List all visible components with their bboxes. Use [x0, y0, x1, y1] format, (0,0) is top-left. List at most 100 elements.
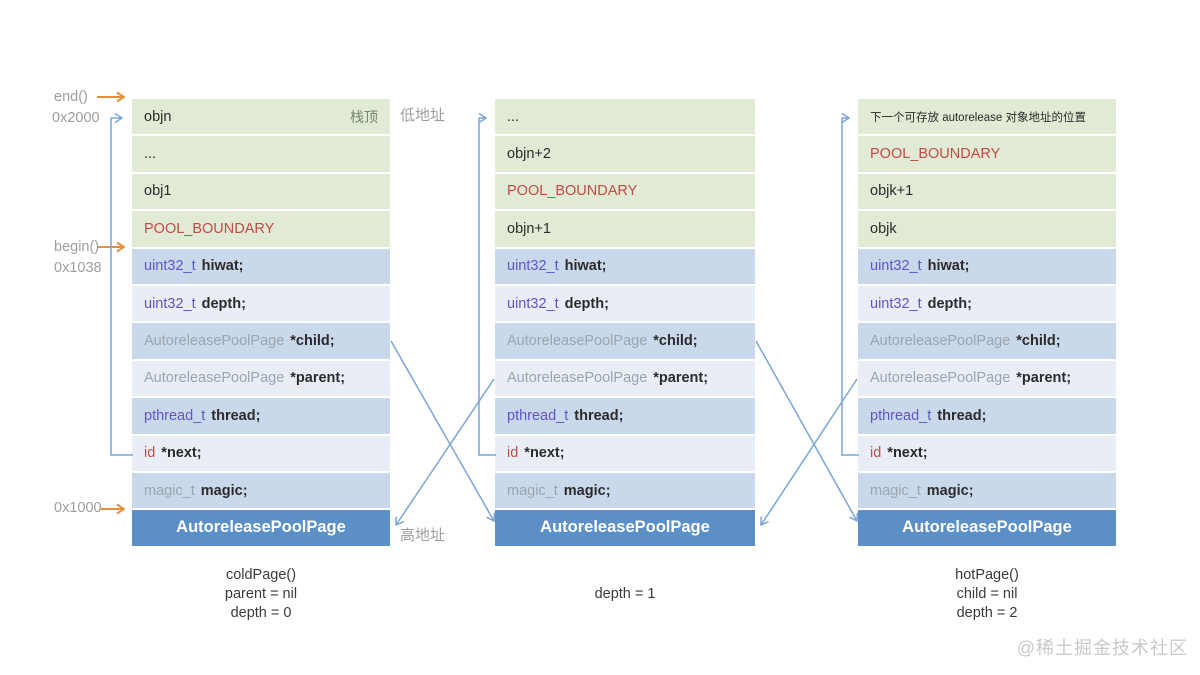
field-name: thread;	[937, 407, 987, 424]
page2-child-arrow	[755, 340, 857, 521]
watermark: @稀土掘金技术社区	[1016, 638, 1188, 658]
field-type: AutoreleasePoolPage	[507, 333, 648, 350]
caption-line: hotPage()	[955, 567, 1019, 583]
field-type: AutoreleasePoolPage	[870, 333, 1011, 350]
field-name: *next;	[524, 445, 565, 462]
field-name: magic;	[926, 482, 974, 499]
caption-line: child = nil	[956, 586, 1018, 602]
caption-line: parent = nil	[224, 586, 298, 602]
field-row-magic: magic_t magic;	[132, 472, 390, 509]
field-type: uint32_t	[870, 295, 922, 312]
stack-row-label: ...	[507, 108, 520, 125]
field-type: uint32_t	[144, 295, 196, 312]
field-row-depth: uint32_t depth;	[858, 285, 1116, 322]
stack-row-pool-boundary: POOL_BOUNDARY	[495, 173, 755, 210]
page-header-label: AutoreleasePoolPage	[540, 518, 710, 537]
field-row-child: AutoreleasePoolPage *child;	[858, 323, 1116, 359]
label-begin: begin()	[54, 239, 100, 255]
field-name: thread;	[574, 407, 624, 424]
field-name: *next;	[887, 445, 928, 462]
page3-next-arrow	[841, 118, 859, 456]
field-name: *child;	[1016, 333, 1061, 350]
caption-middle-page: depth = 1	[495, 585, 755, 604]
field-type: AutoreleasePoolPage	[507, 370, 648, 387]
field-row-next: id *next;	[858, 435, 1116, 471]
pool-boundary-label: POOL_BOUNDARY	[507, 183, 638, 200]
field-name: *child;	[653, 333, 698, 350]
pool-page-hot: 下一个可存放 autorelease 对象地址的位置 POOL_BOUNDARY…	[858, 99, 1116, 546]
label-end: end()	[54, 89, 88, 105]
pool-page-middle: ... objn+2 POOL_BOUNDARY objn+1 uint32_t…	[495, 99, 755, 546]
label-addr-0x2000: 0x2000	[52, 110, 100, 126]
field-name: *child;	[290, 333, 335, 350]
field-name: hiwat;	[564, 258, 607, 275]
field-row-parent: AutoreleasePoolPage *parent;	[132, 360, 390, 397]
field-type: uint32_t	[144, 258, 196, 275]
field-row-hiwat: uint32_t hiwat;	[132, 248, 390, 284]
field-type: uint32_t	[870, 258, 922, 275]
stack-row-label: objn	[144, 108, 172, 125]
page-header-label: AutoreleasePoolPage	[176, 518, 346, 537]
caption-hot-page: hotPage() child = nil depth = 2	[858, 566, 1116, 623]
field-type: AutoreleasePoolPage	[144, 333, 285, 350]
field-row-depth: uint32_t depth;	[495, 285, 755, 322]
pool-boundary-label: POOL_BOUNDARY	[144, 220, 275, 237]
field-type: AutoreleasePoolPage	[144, 370, 285, 387]
pool-page-cold: objn 栈顶 ... obj1 POOL_BOUNDARY uint32_t h…	[132, 99, 390, 546]
stack-row: objk	[858, 211, 1116, 247]
field-row-next: id *next;	[495, 435, 755, 471]
field-name: *parent;	[1016, 370, 1072, 387]
page-header: AutoreleasePoolPage	[858, 510, 1116, 546]
stack-row-label: objn+1	[507, 220, 551, 237]
stack-row-label: objk+1	[870, 183, 914, 200]
field-row-thread: pthread_t thread;	[495, 398, 755, 434]
field-name: *next;	[161, 445, 202, 462]
field-type: pthread_t	[870, 407, 932, 424]
field-row-next: id*next;	[132, 435, 390, 471]
caption-line: coldPage()	[225, 567, 297, 583]
caption-cold-page: coldPage() parent = nil depth = 0	[132, 566, 390, 623]
label-addr-0x1000: 0x1000	[54, 500, 102, 516]
field-name: depth;	[564, 295, 609, 312]
next-slot-label: 下一个可存放 autorelease 对象地址的位置	[870, 111, 1086, 124]
field-type: id	[507, 445, 519, 462]
field-name: hiwat;	[927, 258, 970, 275]
caption-line: depth = 1	[594, 586, 656, 602]
stack-row: objn 栈顶	[132, 99, 390, 135]
page2-parent-arrow	[396, 378, 495, 525]
field-type: uint32_t	[507, 295, 559, 312]
stack-row: obj1	[132, 173, 390, 210]
field-type: id	[870, 445, 882, 462]
stack-row-label: objk	[870, 220, 897, 237]
field-name: depth;	[927, 295, 972, 312]
stack-row-label: objn+2	[507, 146, 551, 163]
stack-row-label: obj1	[144, 183, 172, 200]
field-name: thread;	[211, 407, 261, 424]
field-row-parent: AutoreleasePoolPage*parent;	[495, 360, 755, 397]
page-header: AutoreleasePoolPage	[495, 510, 755, 546]
field-row-thread: pthread_t thread;	[858, 398, 1116, 434]
field-name: magic;	[563, 482, 611, 499]
field-row-parent: AutoreleasePoolPage*parent;	[858, 360, 1116, 397]
field-type: magic_t	[870, 482, 921, 499]
field-name: hiwat;	[201, 258, 244, 275]
field-type: magic_t	[144, 482, 195, 499]
field-name: magic;	[200, 482, 248, 499]
field-type: pthread_t	[507, 407, 569, 424]
stack-top-label: 栈顶	[350, 108, 378, 125]
field-type: pthread_t	[144, 407, 206, 424]
stack-row-pool-boundary: POOL_BOUNDARY	[858, 136, 1116, 172]
page2-next-arrow	[478, 118, 496, 456]
caption-line: depth = 0	[230, 605, 292, 621]
stack-row-next-slot: 下一个可存放 autorelease 对象地址的位置	[858, 99, 1116, 135]
stack-row-label: ...	[144, 146, 157, 163]
pool-boundary-label: POOL_BOUNDARY	[870, 146, 1001, 163]
field-name: depth;	[201, 295, 246, 312]
field-name: *parent;	[290, 370, 346, 387]
field-row-child: AutoreleasePoolPage *child;	[132, 323, 390, 359]
field-row-child: AutoreleasePoolPage *child;	[495, 323, 755, 359]
field-row-hiwat: uint32_t hiwat;	[858, 248, 1116, 284]
